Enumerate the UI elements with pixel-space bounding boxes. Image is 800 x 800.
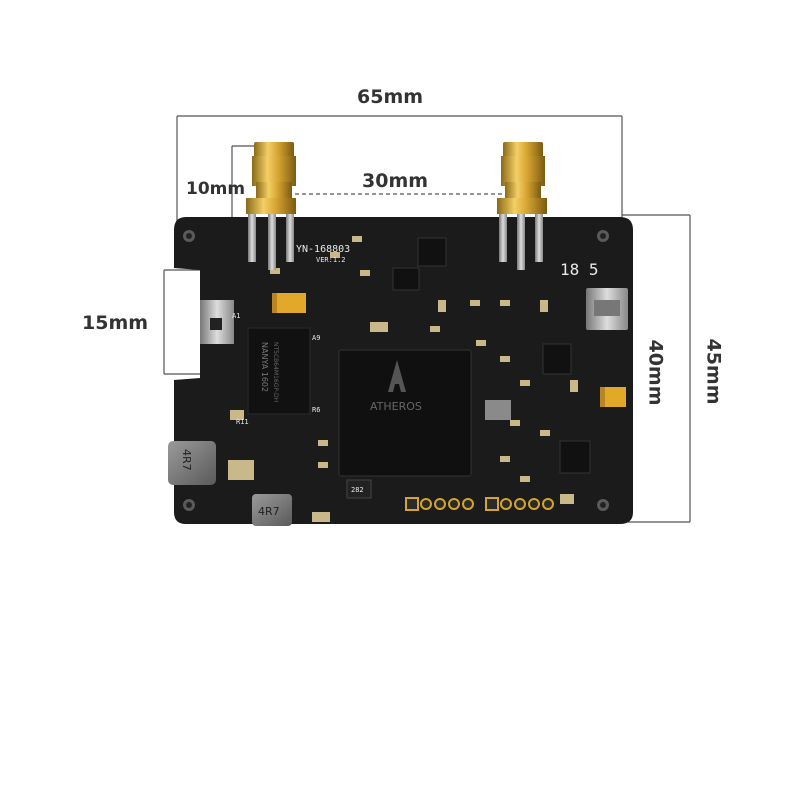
sma-connector-left (246, 142, 296, 270)
ram-part: NT5CB64M16GP-DH (272, 342, 279, 402)
dimension-antenna-spacing: 30mm (362, 170, 429, 192)
dimension-antenna-height: 10mm (186, 179, 246, 199)
logo-silk: 18 5 (560, 260, 599, 279)
ref-a9: A9 (312, 334, 320, 342)
dimension-switch-height: 15mm (82, 312, 149, 334)
components (168, 236, 628, 526)
ref-a1: A1 (232, 312, 240, 320)
model-silk: YN-168803 (296, 244, 350, 255)
ref-r11: R11 (236, 418, 249, 426)
inductor-a-label: 4R7 (180, 449, 193, 471)
dimension-width-total: 65mm (357, 86, 424, 108)
ram-brand: NANYA 1602 (260, 342, 269, 392)
version-silk: VER:1.2 (316, 256, 346, 264)
soc-brand: ATHEROS (370, 400, 422, 413)
sma-connector-right (497, 142, 547, 270)
dimension-height-total: 45mm (702, 338, 725, 405)
ref-r6: R6 (312, 406, 320, 414)
inductor-b-label: 4R7 (258, 505, 280, 518)
chip-282: 282 (351, 486, 364, 494)
dimension-height-inner: 40mm (644, 339, 667, 406)
